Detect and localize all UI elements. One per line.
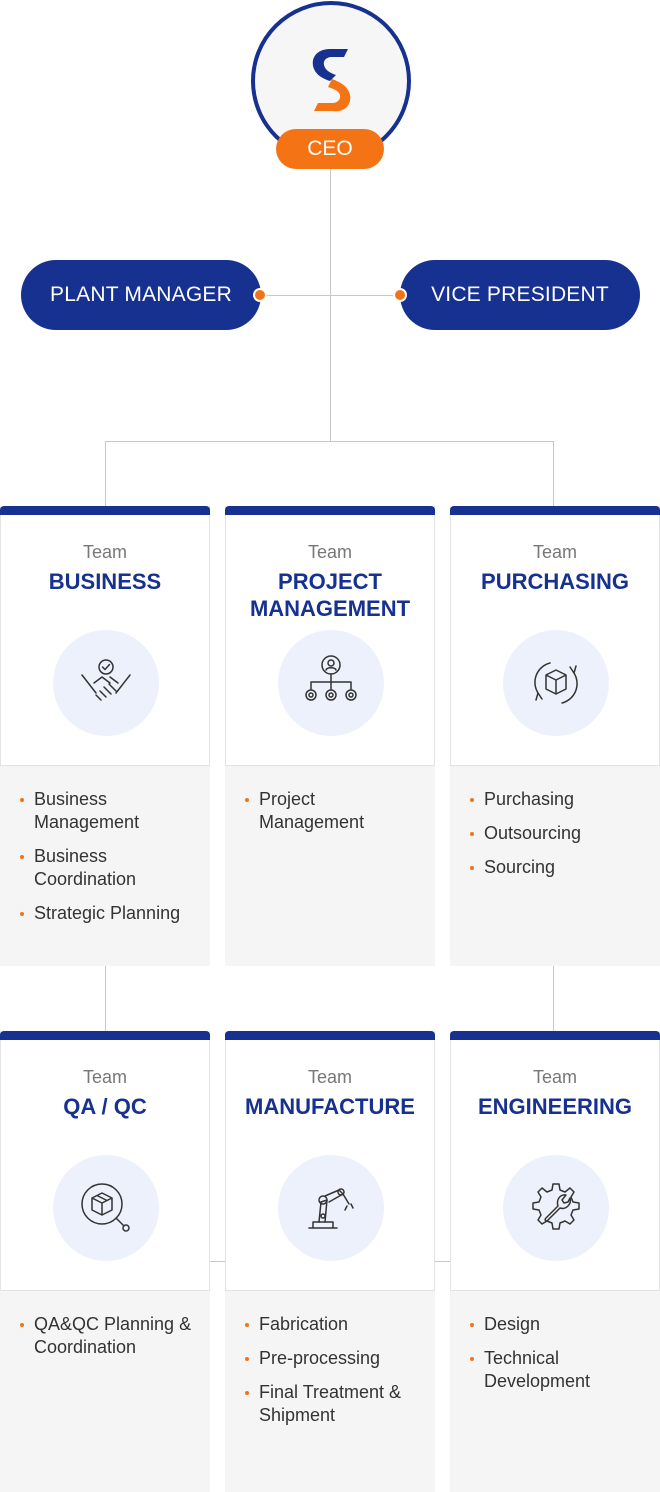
team-name: QA / QC — [63, 1094, 147, 1119]
duty-item: Fabrication — [245, 1313, 421, 1336]
team-card-purchasing: Team PURCHASING — [450, 506, 660, 766]
box-cycle-icon — [534, 662, 578, 704]
duty-item: Business Coordination — [20, 845, 196, 891]
icon-circle — [503, 630, 609, 736]
box-inspect-icon — [81, 1183, 130, 1232]
icon-circle — [53, 1155, 159, 1261]
team-card-engineering: Team ENGINEERING — [450, 1031, 660, 1291]
connector-bottom-right — [435, 1261, 450, 1262]
card-top-bar — [225, 1031, 435, 1040]
card-top-bar — [0, 506, 210, 515]
ceo-badge: CEO — [276, 129, 384, 169]
team-label: Team — [307, 542, 352, 562]
duty-item: Business Management — [20, 788, 196, 834]
robot-arm-icon — [308, 1188, 354, 1229]
connector-right-row2 — [553, 966, 554, 1031]
card-top-bar — [450, 1031, 660, 1040]
team-duties-qa-qc: QA&QC Planning & Coordination — [0, 1291, 210, 1492]
connector-left-row2 — [105, 966, 106, 1031]
team-duties-manufacture: Fabrication Pre-processing Final Treatme… — [225, 1291, 435, 1492]
team-duties-engineering: Design Technical Development — [450, 1291, 660, 1492]
duty-item: Outsourcing — [470, 822, 646, 845]
duty-item: Project Management — [245, 788, 421, 834]
connector-left-vertical — [105, 441, 106, 506]
gear-wrench-icon — [532, 1183, 580, 1230]
card-top-bar — [225, 506, 435, 515]
duty-item: Sourcing — [470, 856, 646, 879]
team-card-business: Team BUSINESS — [0, 506, 210, 766]
icon-circle — [53, 630, 159, 736]
connector-right-vertical — [553, 441, 554, 506]
team-card-project-management: Team PROJECT MANAGEMENT — [225, 506, 435, 766]
connector-managers-horizontal — [262, 295, 400, 296]
team-label: Team — [82, 542, 127, 562]
team-duties-purchasing: Purchasing Outsourcing Sourcing — [450, 766, 660, 966]
team-name: ENGINEERING — [477, 1094, 633, 1119]
duty-item: Final Treatment & Shipment — [245, 1381, 421, 1427]
team-label: Team — [307, 1067, 352, 1087]
team-label: Team — [532, 1067, 577, 1087]
duty-item: Design — [470, 1313, 646, 1336]
connector-bottom-left — [210, 1261, 225, 1262]
plant-manager-node: PLANT MANAGER — [21, 260, 261, 330]
card-top-bar — [0, 1031, 210, 1040]
team-card-manufacture: Team MANUFACTURE — [225, 1031, 435, 1291]
connector-teams-horizontal — [105, 441, 554, 442]
company-logo-icon — [312, 49, 351, 112]
duty-item: Strategic Planning — [20, 902, 196, 925]
org-gears-icon — [305, 655, 357, 701]
duty-item: Pre-processing — [245, 1347, 421, 1370]
team-name: PURCHASING — [481, 569, 629, 594]
team-name: PROJECT MANAGEMENT — [249, 569, 411, 621]
icon-circle — [278, 1155, 384, 1261]
vice-president-connector-dot — [393, 288, 407, 302]
card-top-bar — [450, 506, 660, 515]
handshake-icon — [81, 659, 131, 701]
team-duties-business: Business Management Business Coordinatio… — [0, 766, 210, 966]
vice-president-node: VICE PRESIDENT — [400, 260, 640, 330]
team-name: MANUFACTURE — [245, 1094, 415, 1119]
duty-item: Purchasing — [470, 788, 646, 811]
team-name: BUSINESS — [48, 569, 162, 594]
duty-item: Technical Development — [470, 1347, 646, 1393]
icon-circle — [503, 1155, 609, 1261]
plant-manager-connector-dot — [253, 288, 267, 302]
team-card-qa-qc: Team QA / QC — [0, 1031, 210, 1291]
team-label: Team — [532, 542, 577, 562]
team-duties-project-management: Project Management — [225, 766, 435, 966]
team-label: Team — [82, 1067, 127, 1087]
duty-item: QA&QC Planning & Coordination — [20, 1313, 196, 1359]
icon-circle — [278, 630, 384, 736]
connector-ceo-vertical — [330, 169, 331, 441]
